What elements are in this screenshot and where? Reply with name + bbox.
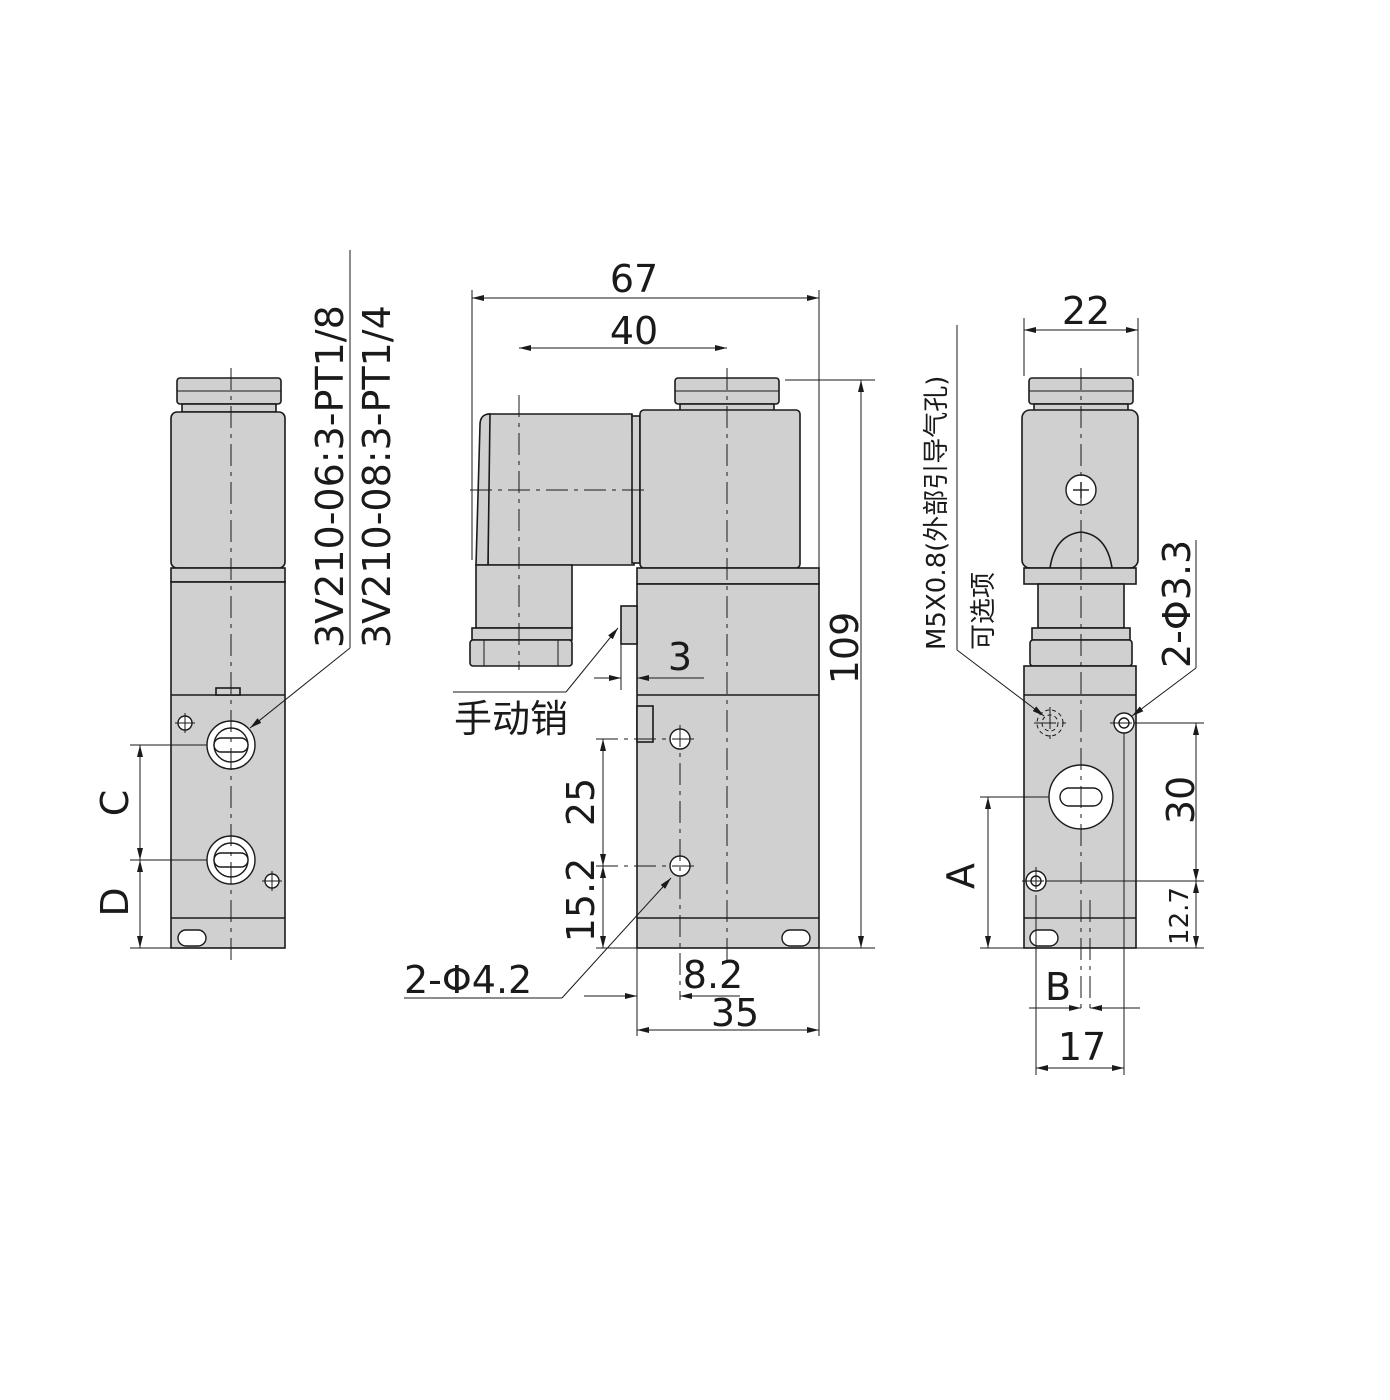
dim-17: 17 — [1058, 1025, 1106, 1069]
dim-22: 22 — [1062, 289, 1110, 333]
dim-3: 3 — [668, 635, 692, 679]
optional-label: 可选项 — [969, 572, 999, 650]
side-plug — [636, 705, 654, 743]
dim-35: 35 — [711, 991, 759, 1035]
left-coil-body — [170, 411, 286, 569]
dim-40: 40 — [610, 309, 658, 353]
right-view: 22 M5X0.8(外部引导气孔) 可选项 2-Φ3.3 30 12.7 A B… — [922, 289, 1204, 1075]
left-bottom-slot — [177, 929, 207, 947]
front-coil-collar — [636, 567, 820, 585]
dim-25: 25 — [559, 778, 603, 826]
left-coil-collar — [170, 567, 286, 583]
left-coil-nut — [181, 403, 277, 413]
label-b: B — [1045, 965, 1071, 1009]
label-d: D — [93, 887, 137, 916]
right-coil-collar — [1023, 567, 1137, 585]
dim-67: 67 — [610, 257, 658, 301]
right-bottom-slot — [1029, 929, 1059, 947]
left-top-key — [215, 687, 241, 696]
label-c: C — [93, 790, 137, 817]
connector-gland — [471, 627, 573, 641]
front-bottom-slot — [781, 929, 811, 947]
left-view: C D 3V210-06:3-PT1/8 3V210-08:3-PT1/4 — [93, 250, 399, 965]
manual-pin-label: 手动销 — [454, 697, 568, 741]
front-coil-body — [639, 409, 801, 569]
right-hole-spec: 2-Φ3.3 — [1155, 540, 1199, 668]
dim-109: 109 — [823, 612, 867, 685]
port-note: M5X0.8(外部引导气孔) — [922, 376, 952, 650]
front-hole-spec: 2-Φ4.2 — [404, 958, 532, 1002]
connector-neck — [475, 564, 573, 629]
dim-30: 30 — [1159, 776, 1203, 824]
dim-8-2: 8.2 — [683, 953, 743, 997]
front-view: 67 40 109 3 手动销 25 15.2 2-Φ4.2 8.2 35 — [404, 257, 875, 1036]
label-a: A — [939, 863, 983, 889]
model-line-1: 3V210-06:3-PT1/8 — [308, 305, 352, 648]
manual-pin — [620, 605, 638, 645]
front-valve-body — [636, 583, 820, 949]
dim-12-7: 12.7 — [1165, 887, 1195, 945]
model-line-2: 3V210-08:3-PT1/4 — [355, 305, 399, 648]
connector-cable-nut — [469, 639, 573, 667]
dim-15-2: 15.2 — [559, 858, 603, 943]
